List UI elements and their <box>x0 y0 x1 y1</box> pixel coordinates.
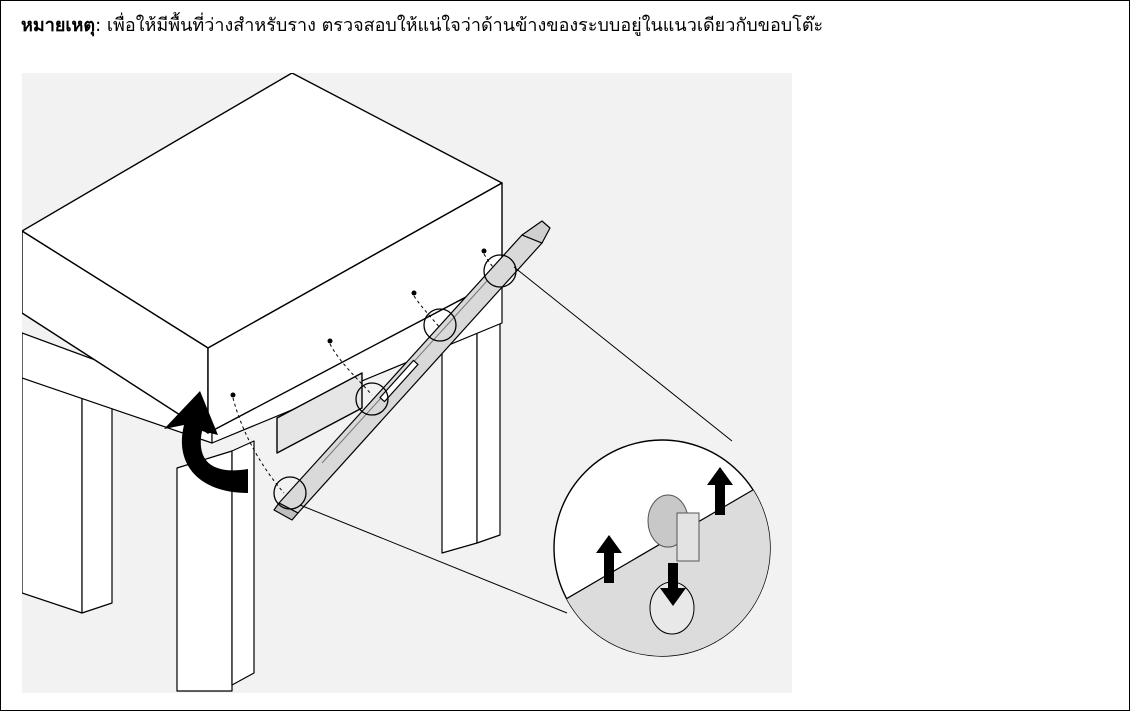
curved-arrow-icon <box>164 391 248 493</box>
note-separator: : <box>95 15 102 36</box>
rail-icon <box>273 220 551 521</box>
note-body: เพื่อให้มีพื้นที่ว่างสำหรับราง ตรวจสอบให… <box>101 15 824 36</box>
note-text: หมายเหตุ: เพื่อให้มีพื้นที่ว่างสำหรับราง… <box>21 9 823 43</box>
down-arrow-icon <box>660 563 686 606</box>
server-chassis-icon <box>22 73 503 454</box>
up-arrow-icon <box>707 467 733 515</box>
note-label: หมายเหตุ <box>21 15 96 36</box>
rail-installation-illustration <box>22 73 792 693</box>
up-arrow-icon <box>596 535 622 583</box>
